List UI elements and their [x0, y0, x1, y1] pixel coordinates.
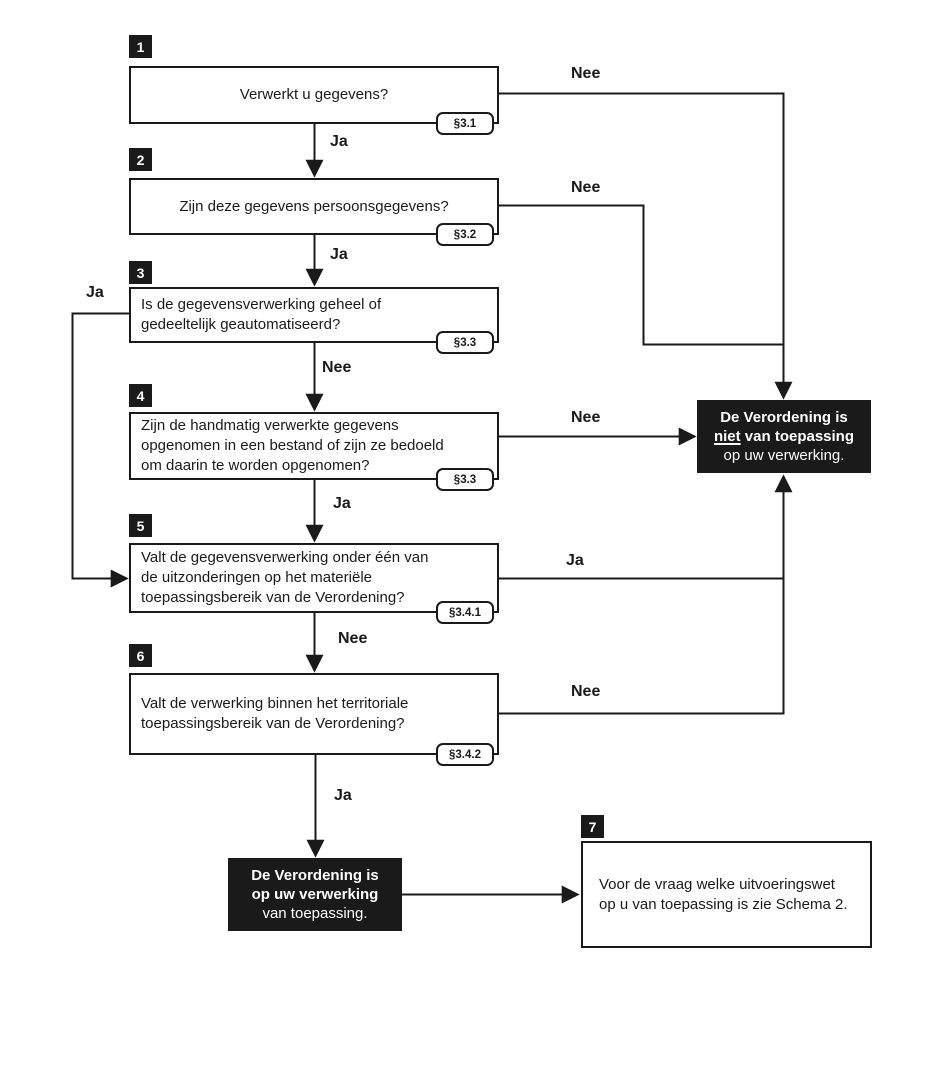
- edge-label-q6-ja: Ja: [334, 787, 352, 804]
- question-text-2: Zijn deze gegevens persoonsgegevens?: [179, 197, 449, 215]
- edge-label-q3-nee: Nee: [322, 359, 352, 376]
- edge-label-q6-nee: Nee: [571, 683, 601, 700]
- outcome-not-line2: niet van toepassing: [697, 427, 871, 446]
- outcome-box-not-applicable: De Verordening is niet van toepassing op…: [697, 400, 871, 473]
- schema2-info-box: Voor de vraag welke uitvoeringswet op u …: [581, 841, 872, 948]
- question-box-3: Is de gegevensverwerking geheel of gedee…: [129, 287, 499, 354]
- edge-label-q2-nee: Nee: [571, 179, 601, 196]
- question-text-4: Zijn de handmatig verwerkte gegevens opg…: [141, 417, 444, 474]
- section-ref-badge-5: §3.4.1: [436, 601, 494, 624]
- section-ref-badge-3: §3.3: [436, 331, 494, 354]
- question-box-1: Verwerkt u gegevens? §3.1: [129, 66, 499, 135]
- edge-label-q1-nee: Nee: [571, 65, 601, 82]
- edge-label-q4-ja: Ja: [333, 495, 351, 512]
- edge-q6-nee: [499, 474, 793, 715]
- section-ref-badge-1: §3.1: [436, 112, 494, 135]
- question-text-6: Valt de verwerking binnen het territoria…: [141, 695, 409, 732]
- step-number-badge-6: 6: [129, 644, 152, 667]
- section-ref-badge-6: §3.4.2: [436, 743, 494, 766]
- edge-label-q2-ja: Ja: [330, 246, 348, 263]
- edge-label-q5-ja: Ja: [566, 552, 584, 569]
- step-number-badge-7: 7: [581, 815, 604, 838]
- question-box-5: Valt de gegevensverwerking onder één van…: [129, 543, 499, 624]
- edge-q3-ja: [71, 312, 129, 588]
- question-box-2: Zijn deze gegevens persoonsgegevens? §3.…: [129, 178, 499, 246]
- edge-label-q5-nee: Nee: [338, 630, 368, 647]
- question-text-3: Is de gegevensverwerking geheel of gedee…: [141, 296, 382, 333]
- schema2-info-text: Voor de vraag welke uitvoeringswet op u …: [599, 875, 848, 913]
- outcome-not-emphasis: niet: [713, 428, 741, 445]
- outcome-yes-line2: op uw verwerking: [251, 886, 379, 903]
- edge-q1-nee: [499, 92, 793, 400]
- outcome-not-line1: De Verordening is: [720, 409, 848, 426]
- edge-label-q1-ja: Ja: [330, 133, 348, 150]
- edge-label-q4-nee: Nee: [571, 409, 601, 426]
- section-ref-badge-4: §3.3: [436, 468, 494, 491]
- question-text-5: Valt de gegevensverwerking onder één van…: [141, 549, 429, 606]
- edge-label-q3-ja: Ja: [86, 284, 104, 301]
- step-number-badge-2: 2: [129, 148, 152, 171]
- outcome-yes-line1: De Verordening is: [251, 867, 379, 884]
- step-number-badge-4: 4: [129, 384, 152, 407]
- outcome-not-line3: op uw verwerking.: [723, 447, 845, 464]
- step-number-badge-5: 5: [129, 514, 152, 537]
- edge-q2-nee: [499, 204, 785, 346]
- step-number-badge-1: 1: [129, 35, 152, 58]
- outcome-box-applicable: De Verordening is op uw verwerking van t…: [228, 858, 402, 931]
- question-box-6: Valt de verwerking binnen het territoria…: [129, 673, 499, 766]
- step-number-badge-3: 3: [129, 261, 152, 284]
- outcome-yes-line3: van toepassing.: [262, 905, 368, 922]
- question-text-1: Verwerkt u gegevens?: [239, 86, 389, 103]
- outcome-not-line2-rest: van toepassing: [740, 428, 855, 445]
- section-ref-badge-2: §3.2: [436, 223, 494, 246]
- question-box-4: Zijn de handmatig verwerkte gegevens opg…: [129, 412, 499, 491]
